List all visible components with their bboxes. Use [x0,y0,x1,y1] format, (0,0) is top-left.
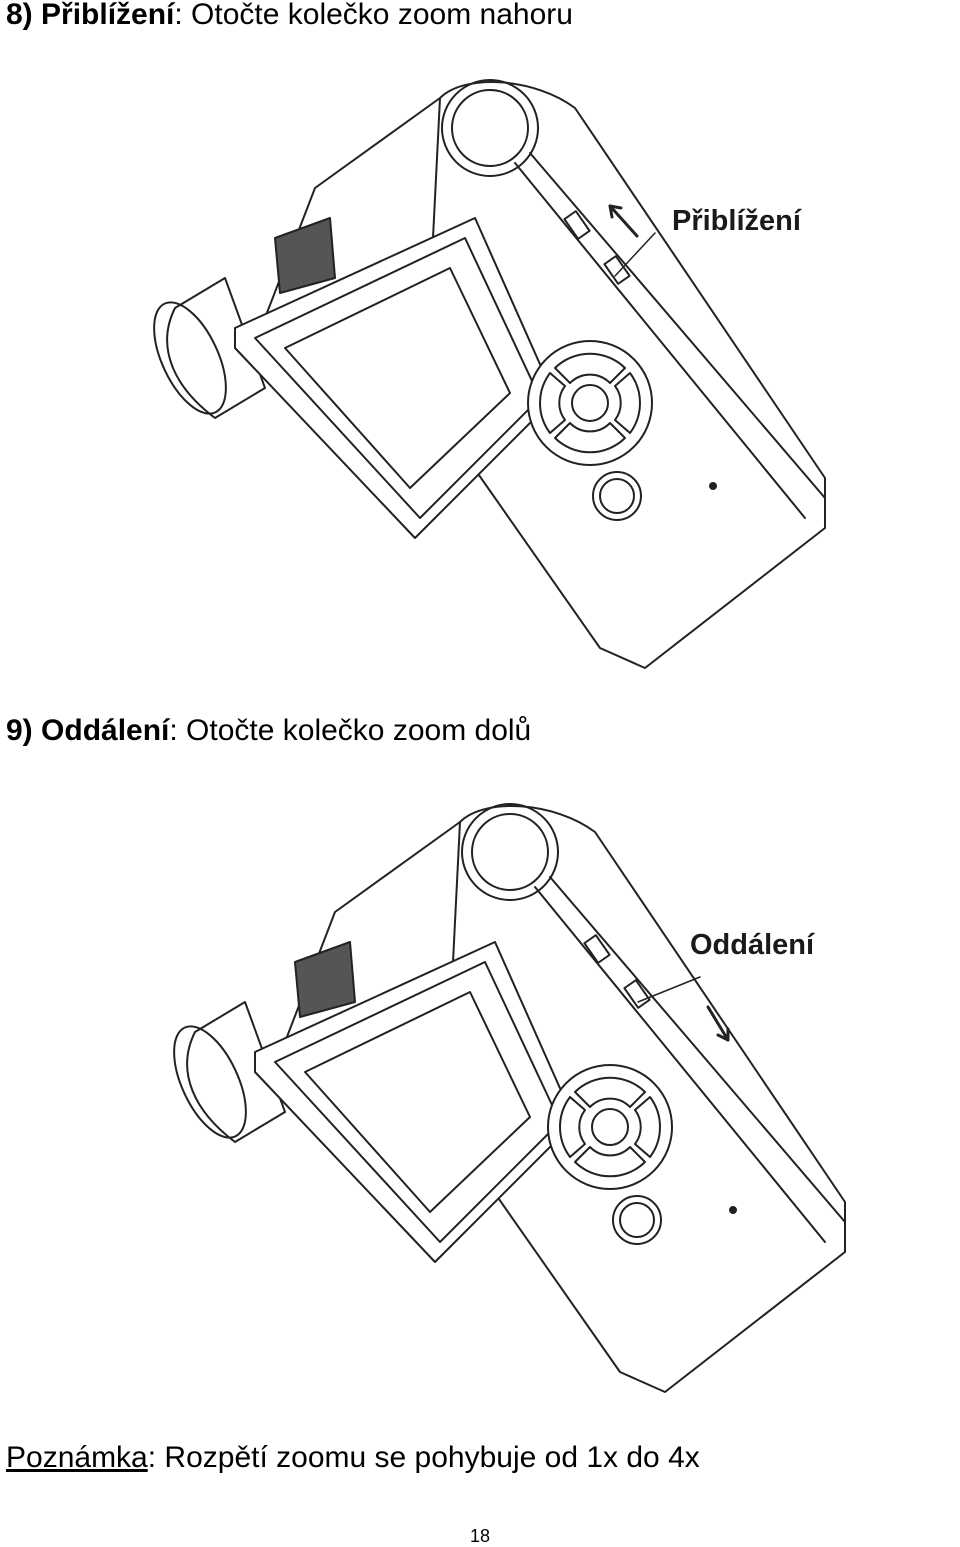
step-9-instruction: : Otočte kolečko zoom dolů [169,714,532,747]
zoom-in-callout: Přiblížení [672,205,802,237]
step-8-title: Přiblížení [41,0,175,31]
step-8-number: 8) [6,0,33,31]
note-label: Poznámka [6,1441,148,1474]
step-9-number: 9) [6,714,33,747]
zoom-out-illustration: Oddálení [160,782,950,1412]
page-number: 18 [469,1526,491,1546]
zoom-in-illustration: Přiblížení [135,58,945,686]
step-9-heading: 9) Oddálení: Otočte kolečko zoom dolů [6,713,531,749]
step-8-instruction: : Otočte kolečko zoom nahoru [174,0,573,31]
step-9-title: Oddálení [41,714,170,747]
zoom-range-note: Poznámka: Rozpětí zoomu se pohybuje od 1… [6,1440,700,1476]
zoom-up-arrow [608,204,639,238]
zoom-down-arrow [706,1005,730,1042]
zoom-out-callout: Oddálení [690,929,815,961]
step-8-heading: 8) Přiblížení: Otočte kolečko zoom nahor… [6,0,573,33]
note-text: : Rozpětí zoomu se pohybuje od 1x do 4x [147,1441,700,1474]
microscope-drawing [153,79,826,669]
microscope-drawing [173,803,846,1393]
